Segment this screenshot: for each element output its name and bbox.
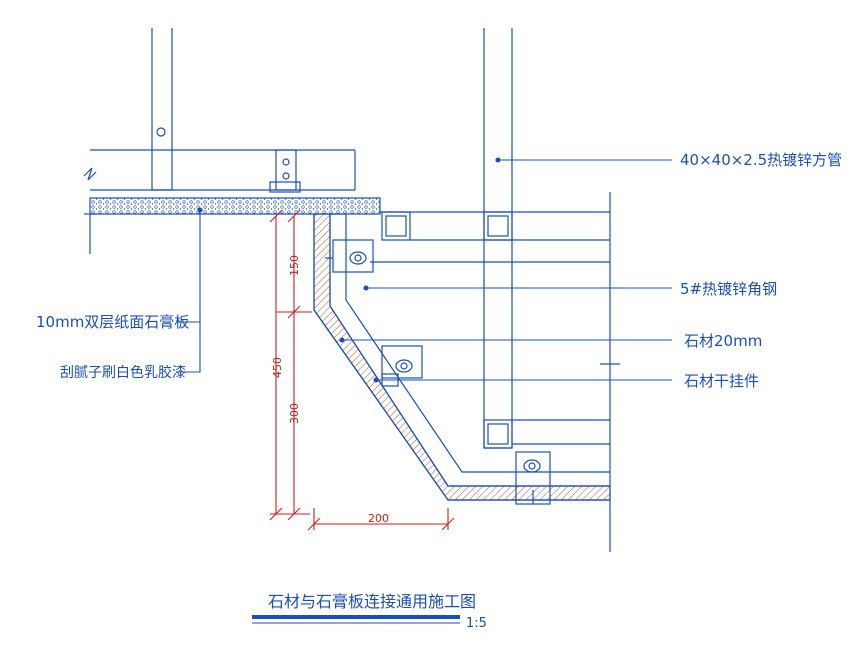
label-angle-steel: 5#热镀锌角钢 xyxy=(680,280,777,298)
annotation-labels: 40×40×2.5热镀锌方管 5#热镀锌角钢 石材20mm 石材干挂件 10mm… xyxy=(36,151,842,390)
dim-vertical-total: 450 xyxy=(271,357,284,378)
square-tube-section-2 xyxy=(483,211,513,241)
square-tube-section-1 xyxy=(381,211,411,241)
dim-horizontal: 200 xyxy=(368,512,389,525)
ceiling-structure xyxy=(83,28,356,193)
square-tube-section-3 xyxy=(483,419,513,449)
stone-hanger-1 xyxy=(332,239,374,273)
hanger-brackets xyxy=(325,239,551,505)
dimension-lines xyxy=(269,209,455,531)
gypsum-board-layer xyxy=(84,197,381,254)
bolt-icon xyxy=(156,127,166,137)
label-stone-thickness: 石材20mm xyxy=(684,332,762,350)
ceiling-clip xyxy=(275,149,297,191)
drawing-scale: 1:5 xyxy=(466,616,487,631)
drawing-title-block: 石材与石膏板连接通用施工图 1:5 xyxy=(252,592,487,631)
dimension-texts: 150 300 450 200 xyxy=(271,255,389,525)
stone-hanger-2 xyxy=(381,345,423,379)
steel-frame xyxy=(329,28,620,552)
drawing-title: 石材与石膏板连接通用施工图 xyxy=(268,592,476,611)
dim-vertical-lower: 300 xyxy=(288,403,301,424)
label-gypsum-board: 10mm双层纸面石膏板 xyxy=(36,313,189,331)
label-square-tube: 40×40×2.5热镀锌方管 xyxy=(680,151,842,169)
dim-vertical-upper: 150 xyxy=(288,255,301,276)
angle-steel-profile xyxy=(329,214,610,487)
label-putty-paint: 刮腻子刷白色乳胶漆 xyxy=(60,364,186,381)
label-stone-hanger: 石材干挂件 xyxy=(684,372,759,390)
leader-lines xyxy=(176,157,672,383)
stone-cladding xyxy=(313,213,611,501)
